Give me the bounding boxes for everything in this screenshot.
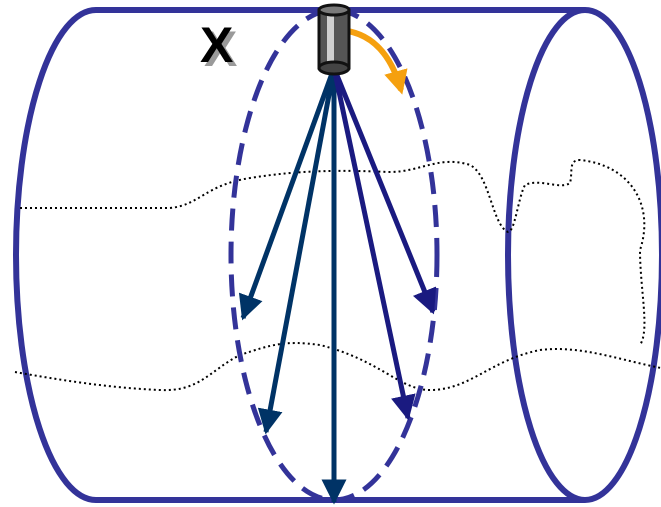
- lower-contour-line: [14, 342, 661, 392]
- cylinder-left-cap: [13, 7, 97, 503]
- beam-arrow: [331, 67, 416, 421]
- cylindrical-source-icon: [317, 3, 351, 76]
- beam-arrow: [238, 67, 337, 321]
- source-label-text: X: [200, 17, 233, 73]
- beam-arrow: [257, 67, 337, 435]
- cylinder-right-cap: [505, 7, 661, 503]
- beam-fan: [238, 67, 437, 505]
- beam-arrow: [331, 67, 437, 315]
- object-contours: [14, 158, 661, 392]
- source-label-shadow: X: [204, 21, 237, 77]
- source-label: X X: [200, 17, 237, 77]
